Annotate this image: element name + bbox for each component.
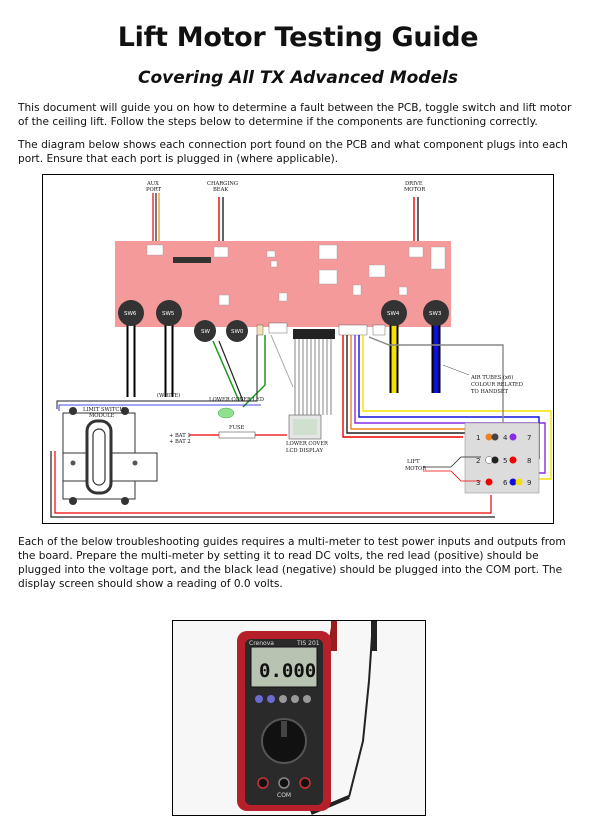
aux-port-label: PORT xyxy=(146,187,162,193)
aux-port-label: AUX xyxy=(146,181,159,187)
meter-brand: Crenova xyxy=(249,640,274,647)
lcd-label: LCD DISPLAY xyxy=(286,448,323,454)
lift-motor-label: LIFT xyxy=(407,459,420,465)
multimeter-instructions-paragraph: Each of the below troubleshooting guides… xyxy=(18,536,566,590)
page-title: Lift Motor Testing Guide xyxy=(117,22,479,53)
pin-number: 9 xyxy=(527,479,531,487)
pin-number: 6 xyxy=(503,479,508,487)
lcd-ribbon-cable xyxy=(294,339,332,415)
bat1-label: + BAT 1 xyxy=(169,433,191,439)
limit-switch-label: LIMIT SWITCH xyxy=(83,407,124,413)
pcb-wiring-diagram: SW6 SW5 SW SW0 SW4 SW3 xyxy=(42,174,554,524)
lcd-label: LOWER COVER xyxy=(286,441,329,447)
drive-motor-label: MOTOR xyxy=(404,187,426,193)
handset-wires xyxy=(342,335,552,480)
switch-sw0: SW0 xyxy=(226,320,248,342)
pin-number: 8 xyxy=(527,457,531,465)
charging-beak-label: BEAK xyxy=(213,187,228,193)
meter-reading: 0.000 xyxy=(259,660,316,682)
switch-label: SW6 xyxy=(124,311,137,317)
fuse xyxy=(218,431,256,439)
diagram-intro-paragraph: The diagram below shows each connection … xyxy=(18,139,568,165)
drive-motor-wires xyxy=(413,197,419,245)
switch-label: SW xyxy=(201,329,210,335)
lower-cover-led xyxy=(217,407,235,419)
switch-sw3: SW3 xyxy=(423,300,449,393)
meter-model: TIS 201 xyxy=(296,640,320,647)
switch-sw5: SW5 xyxy=(156,300,182,397)
multimeter-photo: 0.000 Crenova TIS 201 COM xyxy=(172,620,426,816)
pin-number: 4 xyxy=(503,434,508,442)
pin-number: 1 xyxy=(476,434,480,442)
lift-motor-label: MOTOR xyxy=(405,466,427,472)
limit-switch-label: MODULE xyxy=(89,413,115,419)
switch-label: SW5 xyxy=(162,311,175,317)
page-subtitle: Covering All TX Advanced Models xyxy=(138,68,458,88)
switch-label: SW0 xyxy=(231,329,244,335)
pcb-chip xyxy=(173,257,211,263)
intro-paragraph: This document will guide you on how to d… xyxy=(18,102,572,128)
pin-number: 7 xyxy=(527,434,531,442)
pin-number: 2 xyxy=(476,457,480,465)
switch-label: SW4 xyxy=(387,311,400,317)
charging-beak-label: CHARGING xyxy=(207,181,238,187)
switch-label: SW3 xyxy=(429,311,442,317)
air-tubes-label: AIR TUBES (x6) xyxy=(470,374,513,381)
aux-port-wires xyxy=(152,193,160,245)
multimeter: 0.000 Crenova TIS 201 COM xyxy=(237,631,331,811)
led-label: LOWER COVER LED xyxy=(209,397,264,403)
white-label: (WHITE) xyxy=(157,392,180,399)
charging-beak-wires xyxy=(218,197,224,245)
fuse-label: FUSE xyxy=(229,425,245,431)
pin-number: 5 xyxy=(503,457,507,465)
air-tubes-label: TO HANDSET xyxy=(471,389,509,395)
air-tubes-label: COLOUR RELATED xyxy=(471,382,523,388)
switch-sw6: SW6 xyxy=(118,300,144,397)
limit-switch-module xyxy=(62,407,158,505)
connector-pins: 1 4 7 2 5 8 3 6 9 xyxy=(476,433,531,487)
pcb-components xyxy=(146,244,446,306)
pin-number: 3 xyxy=(476,479,480,487)
drive-motor-label: DRIVE xyxy=(405,181,423,187)
switch-sw4: SW4 xyxy=(381,300,407,393)
switch-sw: SW xyxy=(194,320,216,342)
com-label: COM xyxy=(277,792,291,799)
bat2-label: + BAT 2 xyxy=(169,439,191,445)
